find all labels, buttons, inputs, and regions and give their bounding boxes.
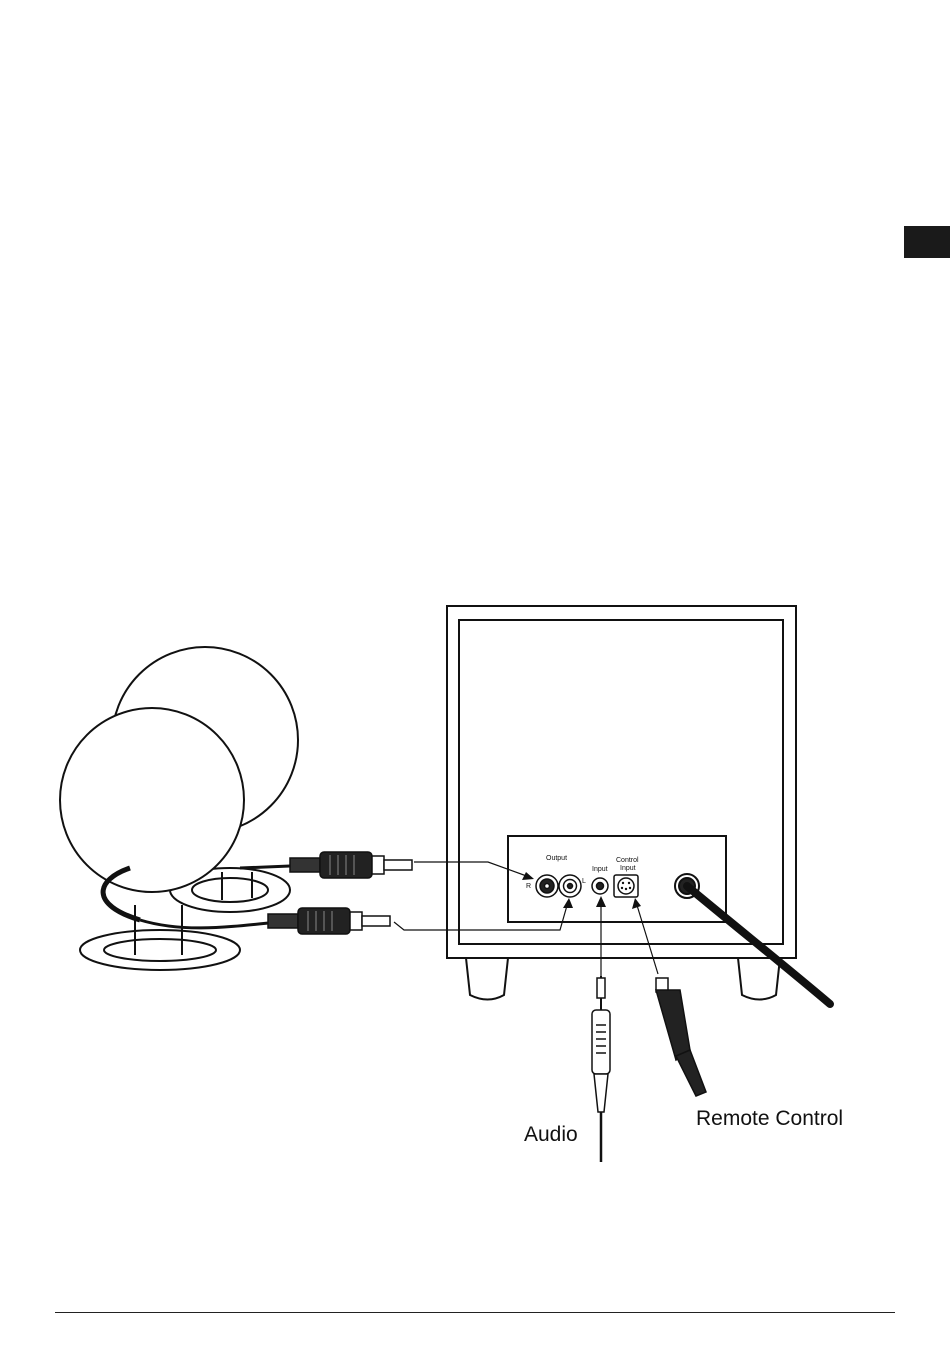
audio-callout: Audio [524,1123,578,1146]
subwoofer-foot-left [466,958,508,1000]
rca-plug-upper [290,852,412,878]
satellite-speakers [60,647,298,970]
r-channel-label: R [526,883,531,890]
rca-plug-lower [268,908,390,934]
input-label: Input [592,866,608,873]
subwoofer [447,606,796,1000]
remote-control-callout: Remote Control [696,1107,843,1130]
front-speaker-sphere [60,708,244,892]
control-input-label-line1: Control [616,857,639,864]
audio-input-jack [592,878,608,894]
l-channel-label: L [582,878,586,885]
output-label: Output [546,855,567,862]
output-jack-l [559,875,581,897]
output-jack-r [536,875,558,897]
subwoofer-foot-right [738,958,780,1000]
control-input-label-line2: Input [620,865,636,872]
footer-rule [55,1312,895,1313]
audio-cable [592,976,610,1162]
remote-control-cable [656,978,706,1096]
control-input-port [614,875,638,897]
